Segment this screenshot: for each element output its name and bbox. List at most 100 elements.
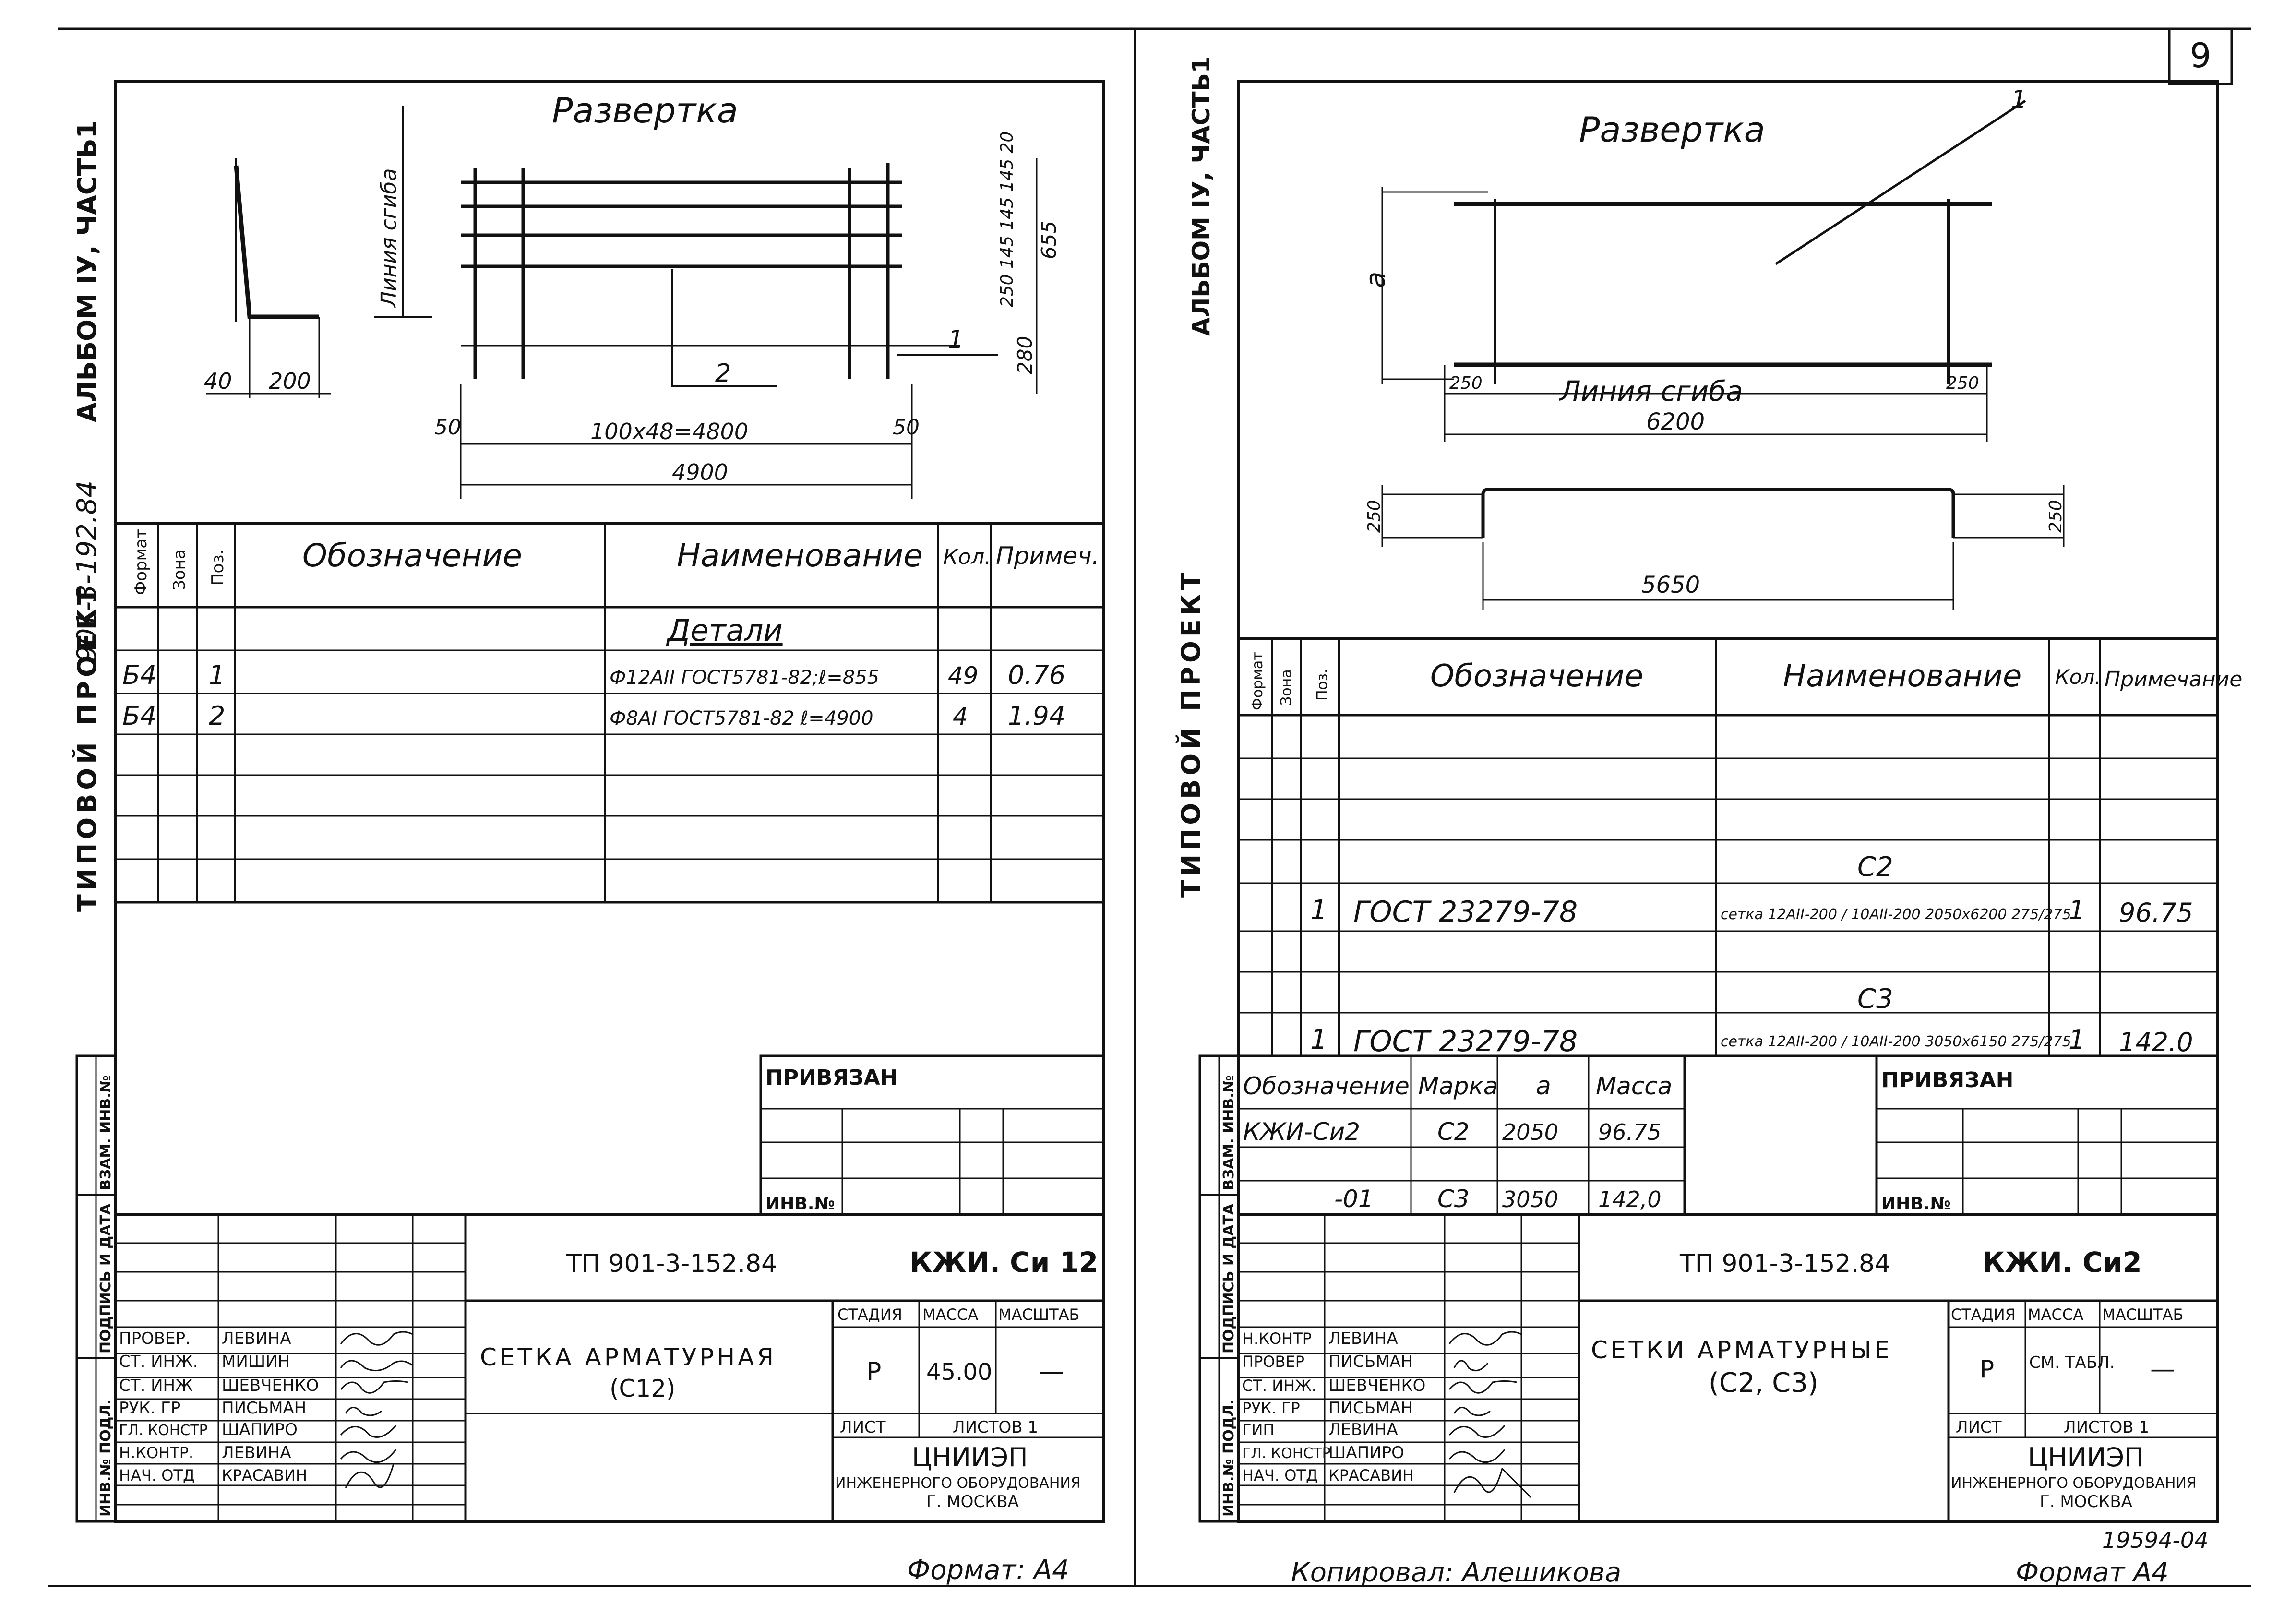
left-stage: Р bbox=[866, 1357, 881, 1386]
page-number: 9 bbox=[2190, 36, 2212, 75]
staff-name: МИШИН bbox=[222, 1352, 290, 1371]
left-project-type: ТИПОВОЙ ПРОЕКТ bbox=[72, 583, 102, 912]
right-mass: СМ. ТАБЛ. bbox=[2029, 1353, 2115, 1372]
left-row1-name: Ф12АII ГОСТ5781-82;ℓ=855 bbox=[610, 667, 879, 689]
left-product-name: СЕТКА АРМАТУРНАЯ bbox=[480, 1343, 777, 1371]
left-hdr-designation: Обозначение bbox=[302, 537, 522, 574]
left-hdr-pos: Поз. bbox=[208, 550, 227, 586]
right-scale-label: МАСШТАБ bbox=[2102, 1305, 2183, 1324]
right-mt-row1-designation: КЖИ-Си2 bbox=[1243, 1118, 1360, 1146]
left-org-2: ИНЖЕНЕРНОГО ОБОРУДОВАНИЯ bbox=[835, 1475, 1081, 1492]
right-mt-hdr-mass: Масса bbox=[1596, 1072, 1672, 1100]
right-sheets-label: ЛИСТОВ 1 bbox=[2064, 1418, 2149, 1437]
left-vs-inv-orig: ИНВ.№ ПОДЛ. bbox=[97, 1399, 114, 1517]
staff-role: Н.КОНТР. bbox=[119, 1444, 193, 1462]
table-row: Б4 2 Ф8АI ГОСТ5781-82 ℓ=4900 4 1.94 bbox=[122, 701, 1065, 731]
sheet-frame bbox=[48, 27, 2251, 1587]
left-vs-inv-zam: ВЗАМ. ИНВ.№ bbox=[97, 1075, 114, 1190]
left-spec-headers: Формат Зона Поз. Обозначение Наименовани… bbox=[132, 529, 1100, 595]
left-callout-2: 2 bbox=[715, 359, 731, 388]
right-row1-note: 96.75 bbox=[2119, 898, 2193, 928]
right-stage-label: СТАДИЯ bbox=[1951, 1305, 2016, 1324]
left-hdr-name: Наименование bbox=[677, 537, 923, 574]
right-dim-250-b2: 250 bbox=[2046, 500, 2066, 533]
staff-name: ШЕВЧЕНКО bbox=[222, 1376, 319, 1395]
left-sheet-label: ЛИСТ bbox=[840, 1418, 886, 1437]
right-format-note: Формат А4 bbox=[2016, 1557, 2169, 1588]
right-dim-6200: 6200 bbox=[1646, 408, 1705, 435]
table-row: 1 ГОСТ 23279-78 сетка 12АII-200 / 10АII-… bbox=[1310, 895, 2193, 929]
staff-name: ПИСЬМАН bbox=[222, 1399, 306, 1418]
staff-role: СТ. ИНЖ bbox=[119, 1376, 193, 1395]
right-org-3: Г. МОСКВА bbox=[2040, 1492, 2132, 1511]
right-org: ЦНИИЭП bbox=[2028, 1442, 2144, 1472]
staff-name: ШЕВЧЕНКО bbox=[1328, 1376, 1425, 1395]
left-vs-sign-date: ПОДПИСЬ И ДАТА bbox=[97, 1203, 114, 1353]
right-mt-row2-a: 3050 bbox=[1502, 1186, 1558, 1212]
left-dim-200: 200 bbox=[269, 368, 311, 394]
right-mt-hdr-mark: Марка bbox=[1418, 1072, 1498, 1100]
right-section-c3: С3 bbox=[1857, 983, 1893, 1015]
table-row: Б4 1 Ф12АII ГОСТ5781-82;ℓ=855 49 0.76 bbox=[122, 660, 1065, 690]
right-mt-row1-a: 2050 bbox=[1502, 1119, 1558, 1145]
right-vs-inv-orig: ИНВ.№ ПОДЛ. bbox=[1220, 1399, 1237, 1517]
right-doc-code: ТП 901-3-152.84 bbox=[1679, 1249, 1890, 1278]
left-spec-rows: Детали Б4 1 Ф12АII ГОСТ5781-82;ℓ=855 49 … bbox=[122, 613, 1065, 731]
left-album-label: АЛЬБОМ IУ, ЧАСТЬ1 bbox=[72, 120, 102, 422]
right-signatures bbox=[1448, 1331, 1532, 1498]
right-row2-pos: 1 bbox=[1310, 1024, 1327, 1055]
left-development-drawing: Развертка 40 200 Линия сгиба bbox=[204, 90, 1061, 499]
left-dim-40: 40 bbox=[204, 368, 232, 394]
left-hdr-zone: Зона bbox=[170, 549, 189, 590]
right-spec-rows: С2 1 ГОСТ 23279-78 сетка 12АII-200 / 10А… bbox=[1310, 851, 2193, 1058]
right-row1-designation: ГОСТ 23279-78 bbox=[1353, 895, 1578, 929]
left-row2-name: Ф8АI ГОСТ5781-82 ℓ=4900 bbox=[610, 707, 873, 730]
right-hdr-name: Наименование bbox=[1783, 658, 2021, 694]
table-row: КЖИ-Си2 С2 2050 96.75 bbox=[1243, 1118, 1662, 1146]
left-scale-label: МАСШТАБ bbox=[998, 1305, 1079, 1324]
staff-role: ПРОВЕР. bbox=[119, 1329, 191, 1348]
right-row1-qty: 1 bbox=[2069, 895, 2085, 925]
right-development-drawing: Развертка 1 a 250 Линия сгиба 250 6200 bbox=[1360, 85, 2066, 610]
left-drawing-title: Развертка bbox=[552, 90, 738, 131]
right-mt-row2-mass: 142,0 bbox=[1598, 1186, 1662, 1212]
staff-role: Н.КОНТР bbox=[1242, 1329, 1312, 1348]
staff-name: ЛЕВИНА bbox=[1328, 1420, 1398, 1439]
staff-role: СТ. ИНЖ. bbox=[119, 1352, 198, 1371]
right-mass-label: МАССА bbox=[2028, 1305, 2083, 1324]
table-row: 1 ГОСТ 23279-78 сетка 12АII-200 / 10АII-… bbox=[1310, 1024, 2193, 1058]
left-product-name-2: (С12) bbox=[610, 1375, 676, 1402]
staff-name: КРАСАВИН bbox=[1328, 1466, 1414, 1484]
right-vs-sign-date: ПОДПИСЬ И ДАТА bbox=[1220, 1203, 1237, 1353]
left-stage-label: СТАДИЯ bbox=[837, 1305, 902, 1324]
right-hdr-zone: Зона bbox=[1278, 669, 1295, 706]
left-hdr-qty: Кол. bbox=[943, 545, 991, 569]
right-archive-number: 19594-04 bbox=[2102, 1527, 2208, 1553]
left-mass: 45.00 bbox=[926, 1359, 992, 1386]
staff-role: РУК. ГР bbox=[1242, 1399, 1300, 1417]
right-stage: Р bbox=[1980, 1355, 1994, 1383]
right-product-name-2: (С2, С3) bbox=[1709, 1367, 1818, 1399]
left-row1-note: 0.76 bbox=[1008, 660, 1065, 690]
left-doc-mark: КЖИ. Си 12 bbox=[909, 1246, 1098, 1279]
right-hdr-format: Формат bbox=[1249, 652, 1266, 710]
staff-name: ЛЕВИНА bbox=[222, 1443, 291, 1462]
left-hdr-note: Примеч. bbox=[996, 542, 1100, 570]
staff-role: НАЧ. ОТД bbox=[119, 1466, 195, 1484]
staff-role: ГЛ. КОНСТР bbox=[119, 1422, 208, 1439]
left-bound-block bbox=[759, 1054, 1105, 1216]
right-row2-name: сетка 12АII-200 / 10АII-200 3050х6150 27… bbox=[1721, 1033, 2071, 1050]
table-row: -01 С3 3050 142,0 bbox=[1334, 1185, 1662, 1213]
left-org: ЦНИИЭП bbox=[912, 1442, 1028, 1472]
right-title-block bbox=[1237, 1213, 2219, 1523]
left-bound-title: ПРИВЯЗАН bbox=[765, 1065, 897, 1090]
right-mt-row2-mark: С3 bbox=[1437, 1185, 1470, 1213]
left-dim-pitch: 100х48=4800 bbox=[590, 419, 748, 444]
staff-role: ПРОВЕР bbox=[1242, 1353, 1304, 1371]
right-row1-name: сетка 12АII-200 / 10АII-200 2050х6200 27… bbox=[1721, 906, 2071, 923]
right-dim-250-b1: 250 bbox=[1364, 500, 1384, 533]
left-format-note: Формат: А4 bbox=[907, 1555, 1069, 1586]
left-row2-qty: 4 bbox=[953, 703, 968, 730]
left-org-3: Г. МОСКВА bbox=[926, 1492, 1019, 1511]
